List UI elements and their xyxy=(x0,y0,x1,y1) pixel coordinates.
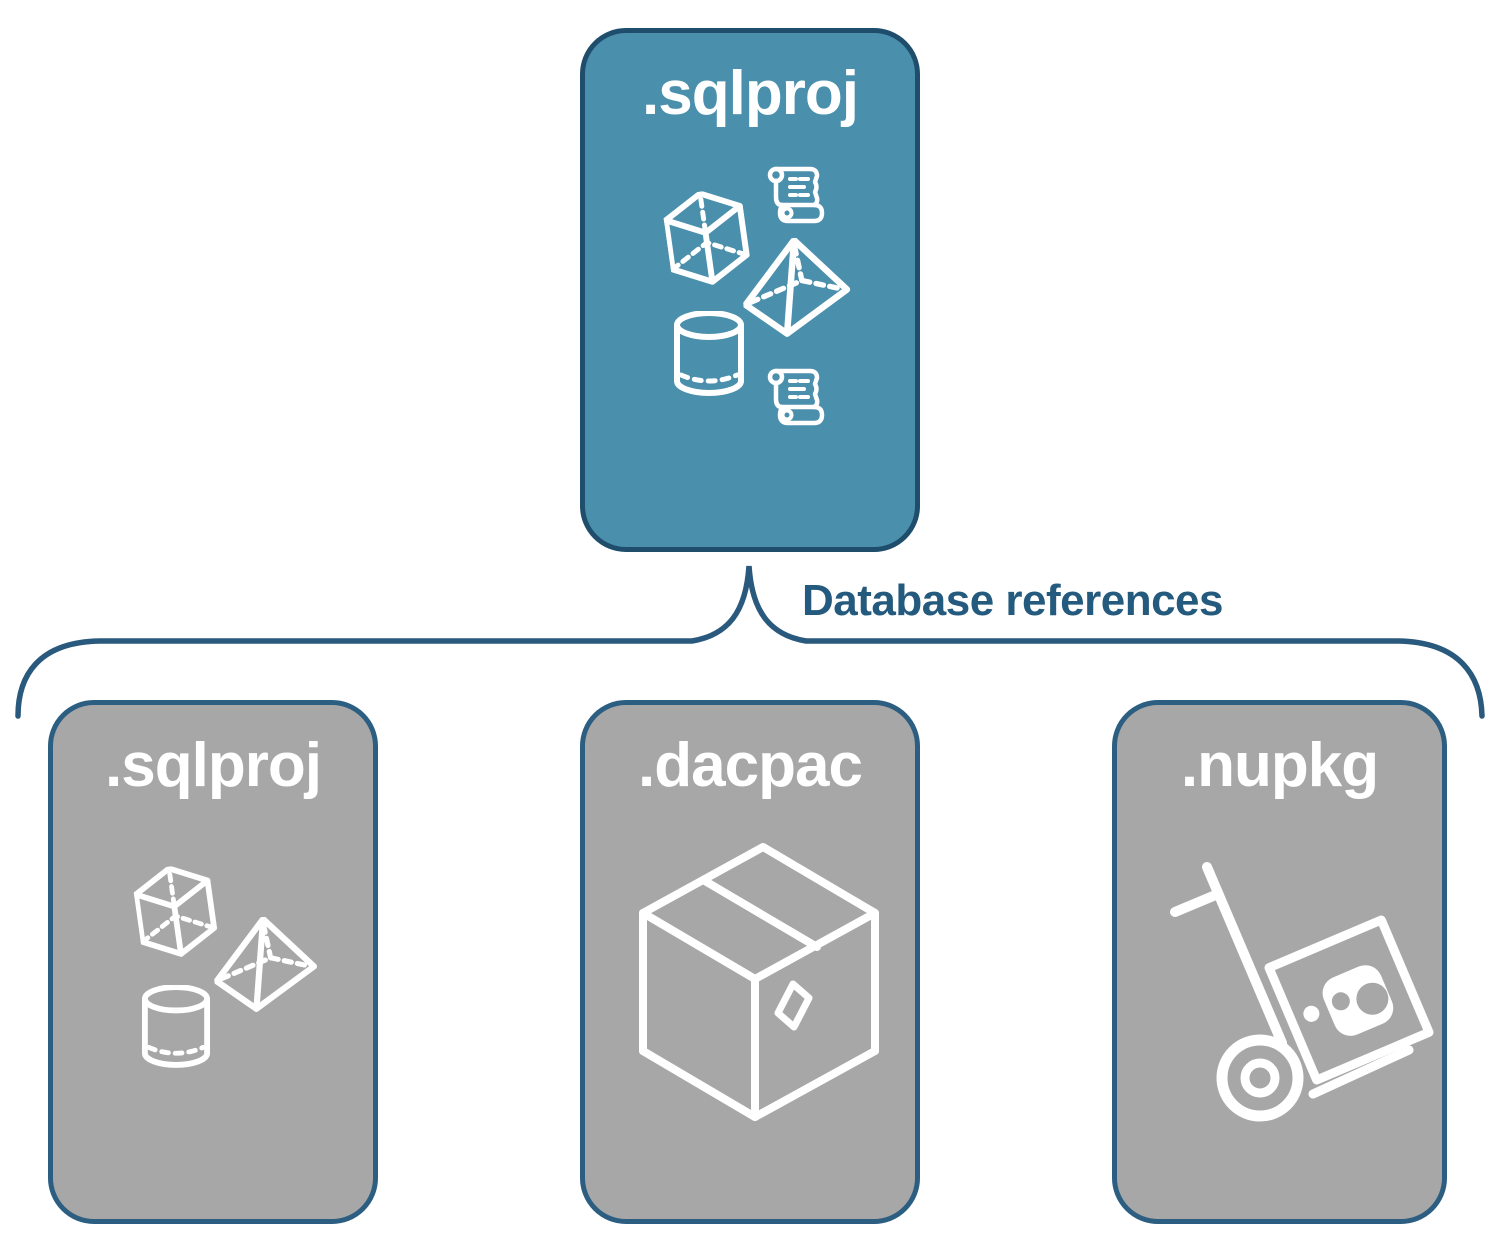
cylinder-icon xyxy=(141,985,211,1069)
pyramid-icon xyxy=(738,233,854,341)
node-child-title: .nupkg xyxy=(1180,731,1379,800)
node-child-sqlproj: .sqlproj xyxy=(48,700,378,1224)
node-child-title: .dacpac xyxy=(638,731,863,800)
node-child-nupkg: .nupkg xyxy=(1112,700,1447,1224)
package-box-icon xyxy=(610,835,910,1135)
cylinder-icon xyxy=(673,311,745,397)
node-child-title: .sqlproj xyxy=(105,731,322,800)
connector-label: Database references xyxy=(802,576,1223,625)
node-root-title: .sqlproj xyxy=(642,59,859,128)
scroll-icon xyxy=(765,163,827,227)
pyramid-icon xyxy=(209,913,321,1017)
hand-truck-nuget-icon xyxy=(1155,845,1475,1145)
scroll-icon xyxy=(765,365,827,429)
node-root-sqlproj: .sqlproj xyxy=(580,28,920,552)
node-child-dacpac: .dacpac xyxy=(580,700,920,1224)
